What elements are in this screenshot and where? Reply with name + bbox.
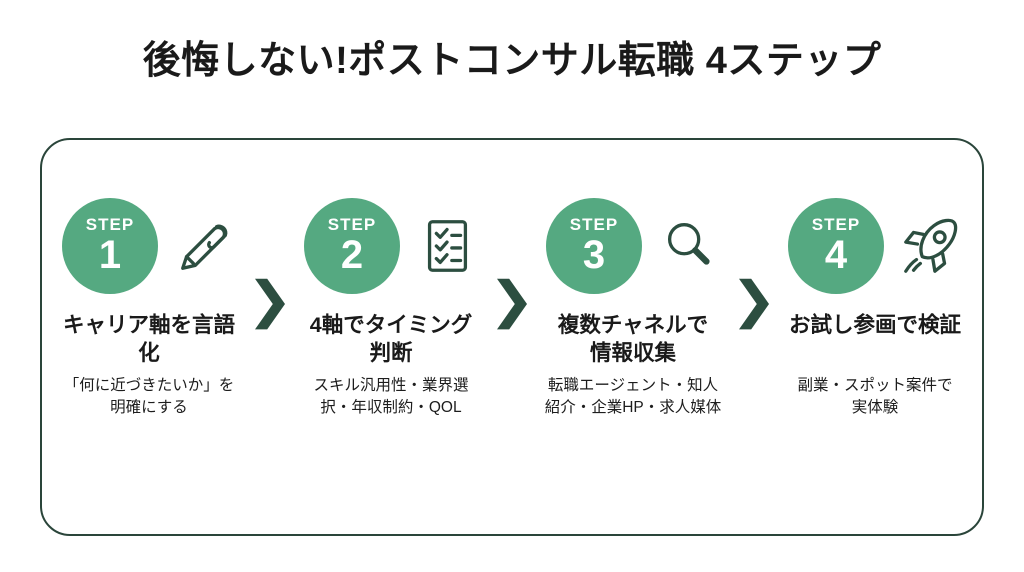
checklist-icon bbox=[416, 215, 478, 277]
step-badge-number: 1 bbox=[98, 233, 122, 278]
step-3-header-row: STEP 3 bbox=[546, 198, 720, 294]
step-1-description: 「何に近づきたいか」を 明確にする bbox=[63, 377, 235, 416]
magnifier-icon bbox=[658, 215, 720, 277]
step-2-header-row: STEP 2 bbox=[304, 198, 478, 294]
chevron-right-icon bbox=[255, 277, 285, 331]
step-4-description: 副業・スポット案件で 実体験 bbox=[797, 377, 953, 416]
step-2-column: STEP 2 4軸でタイミング 判断 スキル汎用性・業界選 択・年収制約・QOL bbox=[285, 198, 497, 419]
step-2-badge: STEP 2 bbox=[304, 198, 400, 294]
step-3-heading: 複数チャネルで 情報収集 bbox=[557, 313, 709, 365]
step-badge-number: 2 bbox=[340, 233, 364, 278]
step-2-description: スキル汎用性・業界選 択・年収制約・QOL bbox=[313, 377, 469, 416]
step-badge-label: STEP bbox=[85, 214, 135, 234]
step-4-heading: お試し参画で検証 bbox=[788, 313, 961, 337]
step-1-header-row: STEP 1 bbox=[62, 198, 236, 294]
step-1-badge: STEP 1 bbox=[62, 198, 158, 294]
chevron-right-icon bbox=[497, 277, 527, 331]
chevron-right-icon bbox=[739, 277, 769, 331]
pen-icon bbox=[174, 215, 236, 277]
step-1-heading: キャリア軸を言語 化 bbox=[62, 313, 235, 365]
step-2-heading: 4軸でタイミング 判断 bbox=[309, 313, 473, 365]
rocket-icon bbox=[900, 215, 962, 277]
step-badge-label: STEP bbox=[811, 214, 861, 234]
step-badge-number: 4 bbox=[824, 233, 848, 278]
step-3-description: 転職エージェント・知人 紹介・企業HP・求人媒体 bbox=[544, 377, 722, 416]
step-4-header-row: STEP 4 bbox=[788, 198, 962, 294]
step-4-badge: STEP 4 bbox=[788, 198, 884, 294]
steps-panel: STEP 1 キャリア軸を言語 化 「何に近づきたいか」を 明確にする bbox=[40, 138, 984, 536]
step-1-column: STEP 1 キャリア軸を言語 化 「何に近づきたいか」を 明確にする bbox=[43, 198, 255, 419]
step-badge-label: STEP bbox=[569, 214, 619, 234]
step-4-column: STEP 4 お試し参画で検証 bbox=[769, 198, 981, 419]
page-title: 後悔しない!ポストコンサル転職 4ステップ bbox=[142, 40, 882, 82]
step-badge-label: STEP bbox=[327, 214, 377, 234]
steps-flow: STEP 1 キャリア軸を言語 化 「何に近づきたいか」を 明確にする bbox=[42, 140, 982, 419]
step-3-badge: STEP 3 bbox=[546, 198, 642, 294]
step-3-column: STEP 3 複数チャネルで 情報収集 転職エージェント・知人 紹介・企業HP・… bbox=[527, 198, 739, 419]
step-badge-number: 3 bbox=[582, 233, 606, 278]
